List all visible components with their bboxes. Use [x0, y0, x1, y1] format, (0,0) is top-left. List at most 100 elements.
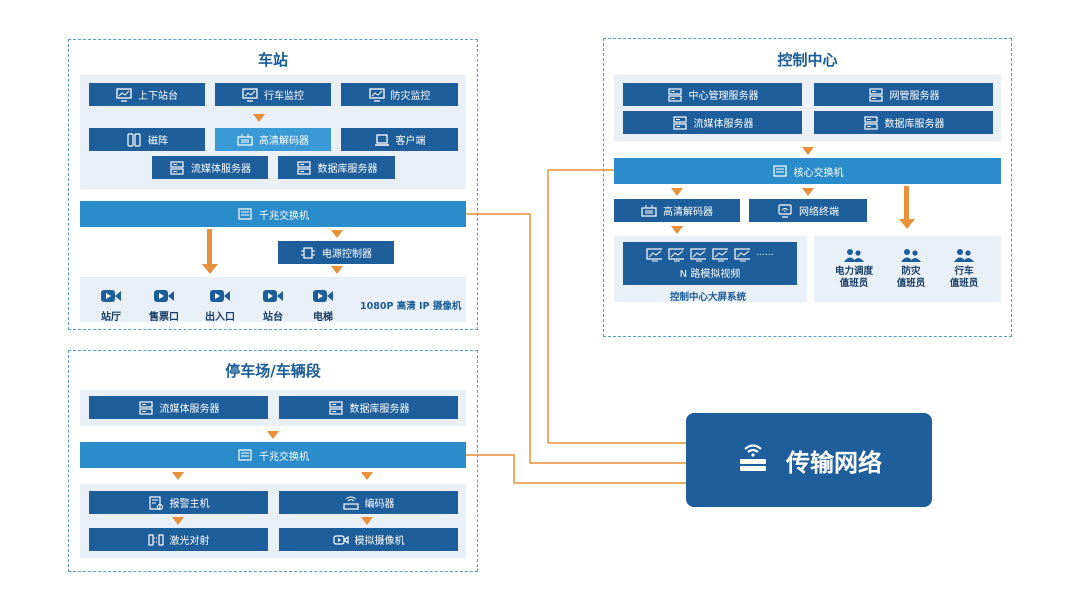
- staff-group: [814, 236, 1001, 302]
- camera-entrance[interactable]: 出入口: [200, 288, 240, 323]
- screen-icon: [734, 247, 751, 262]
- box-analog-camera-label: 模拟摄像机: [354, 536, 405, 547]
- alarm-host-icon: [148, 495, 164, 510]
- arrow-down: [331, 230, 343, 238]
- arrow-down: [331, 266, 343, 274]
- box-network-terminal[interactable]: 网络终端: [749, 199, 867, 222]
- network-icon: [736, 440, 770, 480]
- users-icon: [830, 248, 878, 266]
- server-icon: [328, 400, 344, 415]
- box-depot-streaming-server[interactable]: 流媒体服务器: [89, 396, 268, 419]
- camera-platform[interactable]: 站台: [253, 288, 293, 323]
- arrow-down: [172, 517, 184, 525]
- box-laser-beam[interactable]: 激光对射: [89, 528, 268, 551]
- switch-icon: [237, 207, 253, 221]
- camera-elevator[interactable]: 电梯: [303, 288, 343, 323]
- station-gigabit-switch-label: 千兆交换机: [259, 210, 309, 222]
- box-disaster-monitor[interactable]: 防灾监控: [341, 83, 458, 106]
- screen-more: ......: [756, 247, 774, 258]
- decoder-icon: [641, 204, 657, 218]
- box-platform[interactable]: 上下站台: [89, 83, 205, 106]
- server-icon: [863, 115, 879, 130]
- station-gigabit-switch[interactable]: 千兆交换机: [80, 201, 466, 227]
- core-switch[interactable]: 核心交换机: [614, 158, 1001, 184]
- monitor-icon: [116, 87, 132, 102]
- server-icon: [667, 87, 683, 102]
- box-traffic-monitor-label: 行车监控: [264, 91, 304, 102]
- box-encoder-label: 编码器: [364, 499, 395, 510]
- box-streaming-server[interactable]: 流媒体服务器: [152, 156, 268, 179]
- screen-icon: [712, 247, 729, 262]
- box-alarm-host[interactable]: 报警主机: [89, 491, 268, 514]
- box-hd-decoder[interactable]: 高清解码器: [215, 128, 331, 151]
- box-streaming-server-label: 流媒体服务器: [191, 164, 251, 175]
- box-power-controller[interactable]: 电源控制器: [278, 241, 394, 264]
- decoder-icon: [237, 133, 253, 147]
- box-depot-database-server[interactable]: 数据库服务器: [279, 396, 458, 419]
- box-cc-database-server[interactable]: 数据库服务器: [814, 111, 993, 134]
- server-icon: [868, 87, 884, 102]
- box-nms-server-label: 网管服务器: [889, 91, 940, 102]
- terminal-icon: [777, 203, 793, 218]
- server-icon: [169, 160, 185, 175]
- box-alarm-host-label: 报警主机: [169, 499, 210, 510]
- laser-icon: [147, 533, 164, 547]
- staff-disaster-line2: 值班员: [896, 278, 926, 289]
- arrow-down: [802, 147, 814, 155]
- users-icon: [889, 248, 933, 266]
- box-cc-streaming-server[interactable]: 流媒体服务器: [623, 111, 802, 134]
- arrow-down: [253, 114, 265, 122]
- staff-traffic: 行车 值班员: [942, 248, 986, 290]
- box-client[interactable]: 客户端: [341, 128, 458, 151]
- box-disk-array[interactable]: 磁阵: [89, 128, 205, 151]
- screen-icon: [668, 247, 685, 262]
- box-database-server-label: 数据库服务器: [317, 164, 378, 175]
- box-cc-streaming-server-label: 流媒体服务器: [693, 119, 754, 130]
- arrow-down: [899, 219, 915, 229]
- box-nms-server[interactable]: 网管服务器: [814, 83, 993, 106]
- camera-ticket-label: 售票口: [149, 312, 179, 323]
- arrow-thick-down: [904, 186, 909, 220]
- camera-hall-label: 站厅: [101, 312, 121, 323]
- camera-ticket[interactable]: 售票口: [144, 288, 184, 323]
- depot-gigabit-switch-label: 千兆交换机: [259, 451, 309, 463]
- staff-power-dispatch: 电力调度 值班员: [830, 248, 878, 290]
- staff-traffic-line2: 值班员: [949, 278, 979, 289]
- screen-icon: [646, 247, 663, 262]
- depot-title: 停车场/车辆段: [225, 362, 321, 380]
- video-camera-icon: [312, 288, 334, 304]
- video-wall[interactable]: ...... N 路模拟视频: [623, 242, 797, 285]
- box-depot-database-server-label: 数据库服务器: [349, 404, 410, 415]
- switch-icon: [772, 164, 788, 178]
- box-cc-hd-decoder[interactable]: 高清解码器: [614, 199, 740, 222]
- box-database-server[interactable]: 数据库服务器: [278, 156, 395, 179]
- staff-disaster-line1: 防灾: [901, 266, 921, 277]
- arrow-down: [671, 226, 683, 234]
- video-camera-icon: [153, 288, 175, 304]
- arrow-thick-down: [207, 229, 212, 265]
- staff-power-dispatch-line1: 电力调度: [834, 266, 873, 277]
- video-channels-label: N 路模拟视频: [679, 268, 741, 280]
- control-title: 控制中心: [777, 51, 838, 69]
- arrow-down: [671, 188, 683, 196]
- box-traffic-monitor[interactable]: 行车监控: [215, 83, 331, 106]
- screen-icon: [690, 247, 707, 262]
- video-camera-icon: [209, 288, 231, 304]
- camera-hall[interactable]: 站厅: [91, 288, 131, 323]
- transmission-network-label: 传输网络: [786, 448, 882, 477]
- box-laser-beam-label: 激光对射: [169, 536, 210, 547]
- box-central-mgmt-server-label: 中心管理服务器: [688, 91, 759, 102]
- station-panel: 车站: [68, 39, 478, 330]
- box-platform-label: 上下站台: [138, 91, 178, 102]
- box-cc-hd-decoder-label: 高清解码器: [663, 207, 713, 218]
- box-central-mgmt-server[interactable]: 中心管理服务器: [623, 83, 802, 106]
- box-encoder[interactable]: 编码器: [279, 491, 458, 514]
- staff-traffic-line1: 行车: [954, 266, 974, 277]
- staff-disaster: 防灾 值班员: [889, 248, 933, 290]
- camera-outline-icon: [332, 533, 349, 547]
- chip-icon: [300, 246, 316, 260]
- box-analog-camera[interactable]: 模拟摄像机: [279, 528, 458, 551]
- depot-gigabit-switch[interactable]: 千兆交换机: [80, 442, 466, 468]
- transmission-network[interactable]: 传输网络: [686, 413, 932, 507]
